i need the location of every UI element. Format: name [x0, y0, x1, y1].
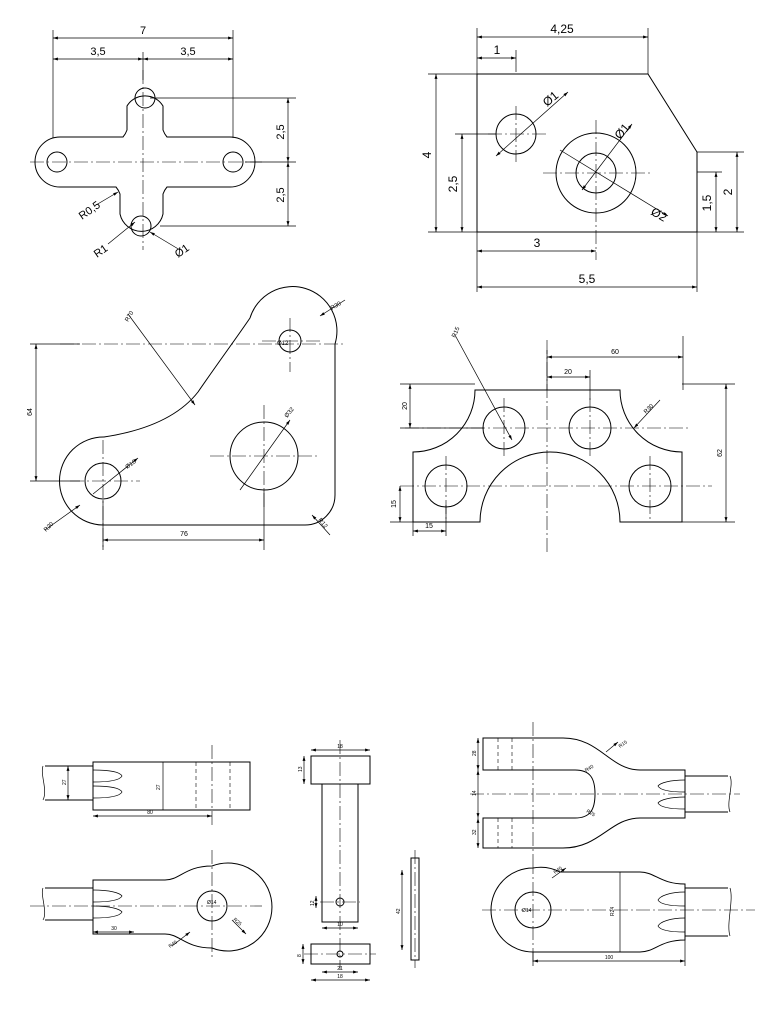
dim-half-left: 3,5 — [90, 46, 105, 58]
dim-e: Ø14 — [207, 900, 217, 906]
fork-dim-c: R25 — [585, 809, 596, 819]
dim-top-width: 4,25 — [550, 22, 574, 36]
dim-length-60: 60 — [611, 349, 619, 356]
fork-dim-j: 32 — [472, 829, 478, 835]
dim-inner-circle: Ø1 — [612, 120, 633, 142]
block-outline — [412, 389, 683, 523]
dim-length: 76 — [180, 531, 188, 538]
dim-step-total: 2 — [721, 188, 735, 195]
dim-total-height: 62 — [717, 449, 724, 457]
fork-dim-f: R45 — [553, 865, 564, 875]
dim-overall-width: 7 — [140, 25, 146, 37]
dim-half-right: 3,5 — [180, 46, 195, 58]
dim-b: 80 — [147, 810, 153, 816]
drawing-cross-plate: 7 3,5 3,5 2,5 2,5 R0,5 R1 Ø1 — [30, 25, 296, 260]
dim-bottom-15: 15 — [391, 500, 398, 508]
dim-d: R45 — [168, 939, 179, 949]
dim-c: 30 — [111, 926, 117, 932]
dim-arc-radius: R70 — [125, 310, 136, 323]
fork-dim-a: R15 — [618, 739, 629, 749]
dim-f: R25 — [232, 917, 243, 928]
dim-step-height: 1,5 — [700, 194, 714, 211]
dim-corner-radius: R15 — [451, 326, 461, 339]
dim-boss-radius: R1 — [92, 243, 110, 261]
washer-dim-a: 42 — [396, 908, 402, 914]
fork-dim-e: Ø14 — [522, 908, 532, 914]
drawing-lever: 64 R70 R30 Ø12 Ø32 Ø16 R20 R12 76 — [27, 286, 346, 550]
dim-top-radius: R30 — [330, 301, 343, 312]
dim-left-15: 15 — [425, 523, 433, 530]
dim-hole-diameter: Ø1 — [173, 242, 192, 260]
drawing-fork-left: 27 80 27 30 R45 Ø14 R25 — [30, 745, 273, 960]
pin-dim-d: 10 — [337, 922, 343, 928]
hole-bottom — [130, 215, 152, 237]
fork-dim-i: 14 — [472, 790, 478, 796]
dim-length-20: 20 — [564, 369, 572, 376]
pin-dim-b: 13 — [298, 766, 304, 772]
cross-outline — [34, 95, 256, 232]
lever-outline — [59, 286, 338, 526]
plate-outline — [476, 73, 698, 233]
pin-dim-e: 8 — [297, 954, 303, 957]
dim-hole-offset: 3 — [534, 236, 541, 250]
dim-hole-height: 2,5 — [446, 175, 460, 192]
dim-fillet-radius: R0,5 — [77, 199, 103, 222]
fork-dim-d: R24 — [610, 907, 616, 916]
pin-dim-f: 21 — [337, 966, 343, 972]
drawing-block-cutouts: 60 20 R15 R30 20 62 15 15 — [390, 326, 735, 552]
dim-upper-height: 2,5 — [275, 124, 287, 139]
dim-offset-left: 1 — [494, 43, 501, 57]
fork-dim-h: 28 — [472, 750, 478, 756]
dim-left-radius: R20 — [43, 521, 55, 533]
pin-dim-c: 12 — [310, 900, 316, 906]
dim-large-hole: Ø32 — [284, 406, 296, 419]
dim-height: 64 — [27, 408, 34, 416]
drawing-fork-right: 28 14 32 R15 R40 R25 Ø14 R45 R24 100 — [470, 722, 755, 966]
drawing-pin: 18 13 12 10 8 21 18 — [297, 740, 376, 982]
dim-a: 27 — [62, 779, 68, 785]
dim-small-hole: Ø1 — [540, 88, 562, 109]
dim-left-hole: Ø16 — [125, 459, 138, 471]
dim-outer-circle: Ø2 — [649, 204, 670, 224]
drawing-plate-holes: 4,25 1 4 2,5 3 5,5 1,5 2 Ø1 Ø1 Ø2 — [420, 22, 744, 292]
dim-height-20: 20 — [402, 402, 409, 410]
dim-overall-width: 5,5 — [579, 272, 596, 286]
pin-dim-g: 18 — [337, 974, 343, 980]
dim-label-side: 27 — [156, 784, 162, 790]
fork-dim-b: R40 — [584, 764, 595, 774]
dim-height: 4 — [420, 151, 434, 158]
drawing-washer: 42 — [396, 850, 420, 968]
dim-right-radius: R12 — [316, 517, 328, 530]
fork-dim-g: 100 — [605, 955, 614, 961]
dim-right-radius: R30 — [643, 403, 655, 415]
pin-dim-a: 18 — [337, 744, 343, 750]
pin-head — [310, 755, 371, 785]
dim-lower-height: 2,5 — [275, 187, 287, 202]
dim-small-hole: Ø12 — [277, 341, 289, 347]
